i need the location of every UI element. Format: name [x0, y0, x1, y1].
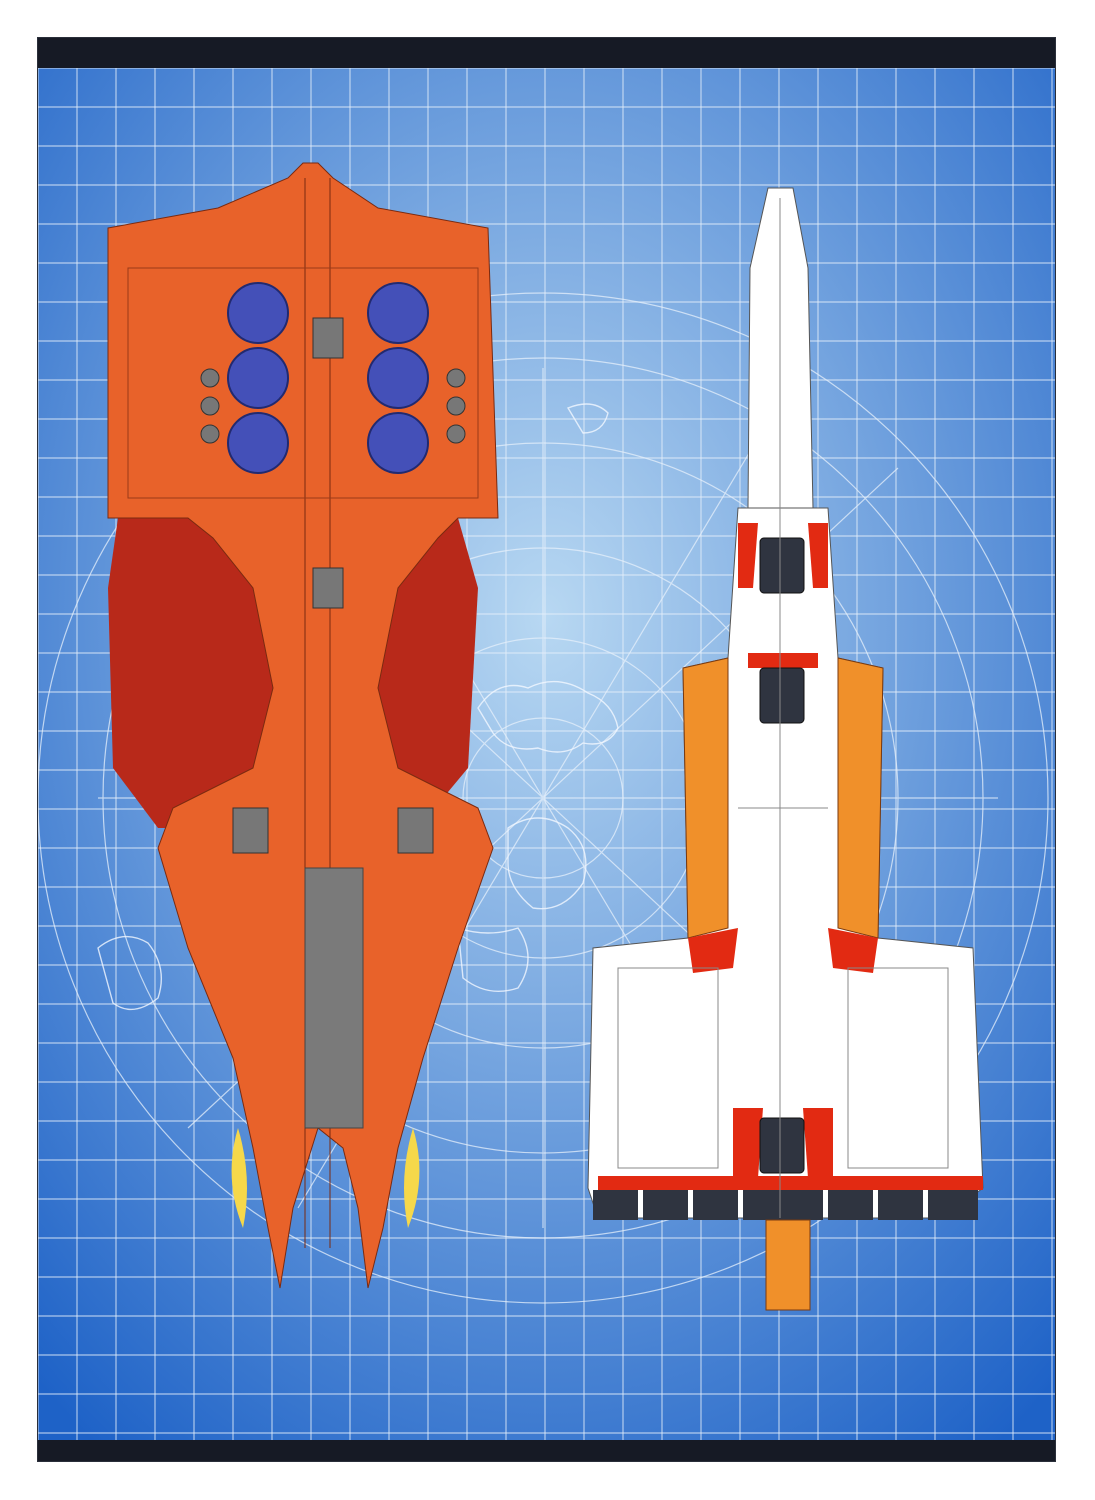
- right-ship-engines: [593, 1190, 978, 1220]
- right-ship-stern-block: [765, 1219, 811, 1311]
- right-ship-orange-panel-left: [682, 657, 729, 939]
- book-cover: [38, 38, 1055, 1461]
- world-map-outline: [97, 403, 619, 1011]
- left-ship-exhaust-left: [231, 1128, 247, 1228]
- right-ship-orange-panel-right: [837, 657, 884, 939]
- right-ship-turrets: [759, 537, 805, 1174]
- left-ship-gun-turrets: [200, 317, 466, 854]
- cover-artwork: [38, 68, 1055, 1440]
- left-ship-exhaust-right: [404, 1128, 420, 1228]
- blueprint-illustration: [38, 68, 1055, 1440]
- right-battleship: [587, 187, 984, 1311]
- left-battleship: [107, 162, 499, 1289]
- right-ship-red-accents: [598, 523, 983, 1190]
- left-ship-flight-deck: [304, 867, 364, 1129]
- left-ship-turret-pods: [227, 282, 429, 474]
